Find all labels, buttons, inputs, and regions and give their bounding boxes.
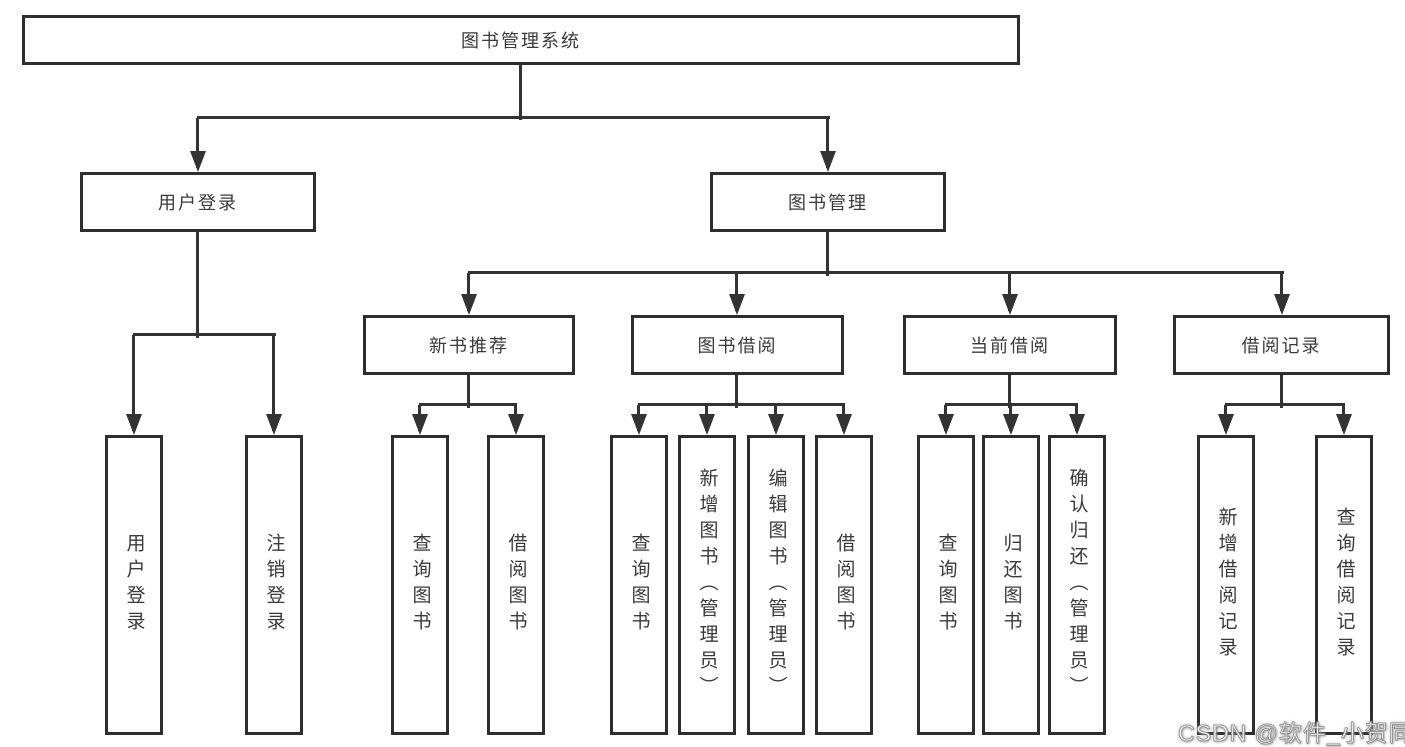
connector-vline (132, 335, 135, 431)
connector-vline (735, 375, 738, 408)
connector-vline (1008, 273, 1011, 311)
leaf-nb-query-book-label: 查询图书 (409, 533, 431, 637)
node-user-login-label: 用户登录 (158, 193, 238, 213)
arrow-down-icon (631, 414, 647, 435)
connector-vline (467, 273, 470, 311)
leaf-logout-label: 注销登录 (263, 533, 285, 637)
arrow-down-icon (836, 414, 852, 435)
leaf-bb-add-book-label: 新增图书（管理员） (696, 468, 718, 702)
arrow-down-icon (461, 294, 477, 315)
connector-hline (945, 403, 1078, 406)
connector-vline (196, 118, 199, 168)
leaf-bb-edit-book-label: 编辑图书（管理员） (765, 468, 787, 702)
connector-hline (197, 116, 830, 119)
leaf-br-query-record: 查询借阅记录 (1315, 435, 1373, 735)
connector-vline (1280, 273, 1283, 311)
node-root: 图书管理系统 (22, 15, 1020, 65)
leaf-cb-query-book-label: 查询图书 (935, 533, 957, 637)
node-new-book-recommend: 新书推荐 (363, 315, 575, 375)
node-borrow-records-label: 借阅记录 (1241, 336, 1322, 356)
leaf-bb-query-book: 查询图书 (610, 435, 668, 735)
leaf-logout: 注销登录 (245, 435, 303, 735)
node-current-borrow: 当前借阅 (903, 315, 1117, 375)
node-root-label: 图书管理系统 (461, 31, 581, 51)
node-borrow-records: 借阅记录 (1173, 315, 1390, 375)
connector-vline (1008, 375, 1011, 408)
arrow-down-icon (266, 414, 282, 435)
arrow-down-icon (699, 414, 715, 435)
connector-vline (826, 232, 829, 276)
node-book-management-label: 图书管理 (788, 193, 868, 213)
watermark-text: CSDN @软件_小贺同学 (1178, 720, 1405, 747)
connector-vline (196, 232, 199, 338)
leaf-br-query-record-label: 查询借阅记录 (1333, 507, 1355, 663)
leaf-nb-borrow-book-label: 借阅图书 (505, 533, 527, 637)
leaf-bb-add-book: 新增图书（管理员） (678, 435, 736, 735)
connector-hline (468, 271, 1284, 274)
node-new-book-recommend-label: 新书推荐 (429, 336, 509, 356)
leaf-cb-return-book-label: 归还图书 (1000, 533, 1022, 637)
leaf-nb-borrow-book: 借阅图书 (487, 435, 545, 735)
leaf-bb-edit-book: 编辑图书（管理员） (747, 435, 805, 735)
leaf-user-login-label: 用户登录 (123, 533, 145, 637)
connector-vline (735, 273, 738, 311)
arrow-down-icon (1274, 294, 1290, 315)
connector-vline (1280, 375, 1283, 408)
arrow-down-icon (190, 151, 206, 172)
arrow-down-icon (768, 414, 784, 435)
node-book-borrow-label: 图书借阅 (697, 336, 778, 356)
leaf-bb-borrow-book: 借阅图书 (815, 435, 873, 735)
leaf-user-login: 用户登录 (105, 435, 163, 735)
arrow-down-icon (508, 414, 524, 435)
arrow-down-icon (938, 414, 954, 435)
connector-hline (133, 333, 276, 336)
connector-hline (1225, 403, 1345, 406)
arrow-down-icon (729, 294, 745, 315)
arrow-down-icon (412, 414, 428, 435)
leaf-cb-confirm-return: 确认归还（管理员） (1048, 435, 1106, 735)
leaf-cb-return-book: 归还图书 (982, 435, 1040, 735)
arrow-down-icon (1218, 414, 1234, 435)
leaf-br-add-record: 新增借阅记录 (1197, 435, 1255, 735)
connector-hline (638, 403, 845, 406)
connector-vline (519, 65, 522, 120)
arrow-down-icon (1002, 294, 1018, 315)
arrow-down-icon (126, 414, 142, 435)
node-book-management: 图书管理 (710, 172, 946, 232)
leaf-nb-query-book: 查询图书 (391, 435, 449, 735)
node-user-login: 用户登录 (80, 172, 316, 232)
arrow-down-icon (1336, 414, 1352, 435)
leaf-bb-borrow-book-label: 借阅图书 (833, 533, 855, 637)
connector-vline (467, 375, 470, 408)
leaf-bb-query-book-label: 查询图书 (628, 533, 650, 637)
connector-vline (826, 118, 829, 168)
leaf-cb-confirm-return-label: 确认归还（管理员） (1066, 468, 1088, 702)
node-current-borrow-label: 当前借阅 (970, 336, 1050, 356)
connector-vline (272, 335, 275, 431)
arrow-down-icon (1003, 414, 1019, 435)
leaf-br-add-record-label: 新增借阅记录 (1215, 507, 1237, 663)
arrow-down-icon (1069, 414, 1085, 435)
arrow-down-icon (820, 151, 836, 172)
leaf-cb-query-book: 查询图书 (917, 435, 975, 735)
node-book-borrow: 图书借阅 (631, 315, 844, 375)
connector-hline (419, 403, 517, 406)
